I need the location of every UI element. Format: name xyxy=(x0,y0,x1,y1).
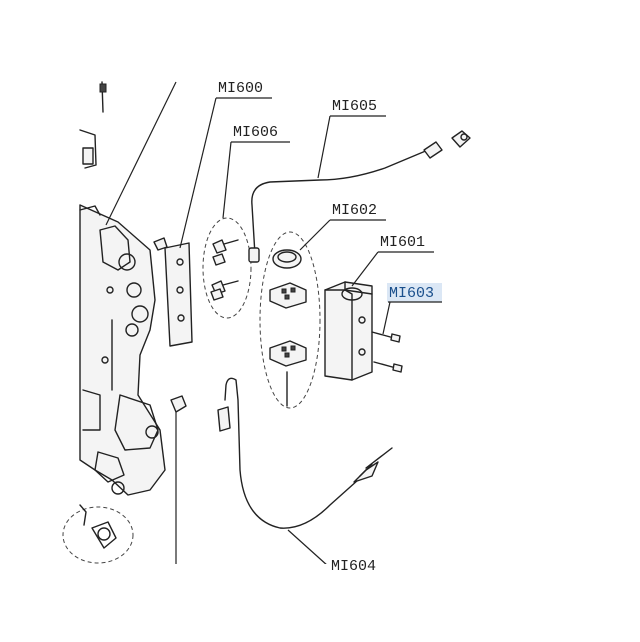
mi603-screws xyxy=(371,331,403,373)
clamp-group xyxy=(62,504,134,564)
mi603-highlight xyxy=(387,283,442,302)
mi601-housing-block xyxy=(324,281,373,381)
mi604-leader xyxy=(287,529,329,567)
mi605-sensor-cable xyxy=(248,130,471,263)
mi605-leader xyxy=(317,115,331,179)
mi604-probe-cable xyxy=(217,377,393,529)
mi601-leader xyxy=(351,251,379,287)
mi600-label: MI600 xyxy=(218,80,263,97)
mi606-screw-set xyxy=(202,217,252,319)
main-frame-assembly xyxy=(79,129,166,496)
top-screw xyxy=(99,81,107,113)
mi600-leader xyxy=(179,97,217,249)
mi606-label: MI606 xyxy=(233,124,278,141)
mi603-leader xyxy=(382,301,391,335)
locating-pin xyxy=(170,395,187,566)
bottom-crop xyxy=(0,564,640,642)
mi601-label: MI601 xyxy=(380,234,425,251)
frame-leader xyxy=(105,81,177,226)
mi600-gasket-plate xyxy=(153,237,193,347)
mi603-label: MI603 xyxy=(389,285,434,302)
mi604-label-visible: MI604 xyxy=(331,558,376,575)
mi602-component-set xyxy=(259,231,321,409)
mi605-label: MI605 xyxy=(332,98,377,115)
mi606-leader xyxy=(222,141,232,219)
mi602-label: MI602 xyxy=(332,202,377,219)
mi602-leader xyxy=(299,219,331,251)
